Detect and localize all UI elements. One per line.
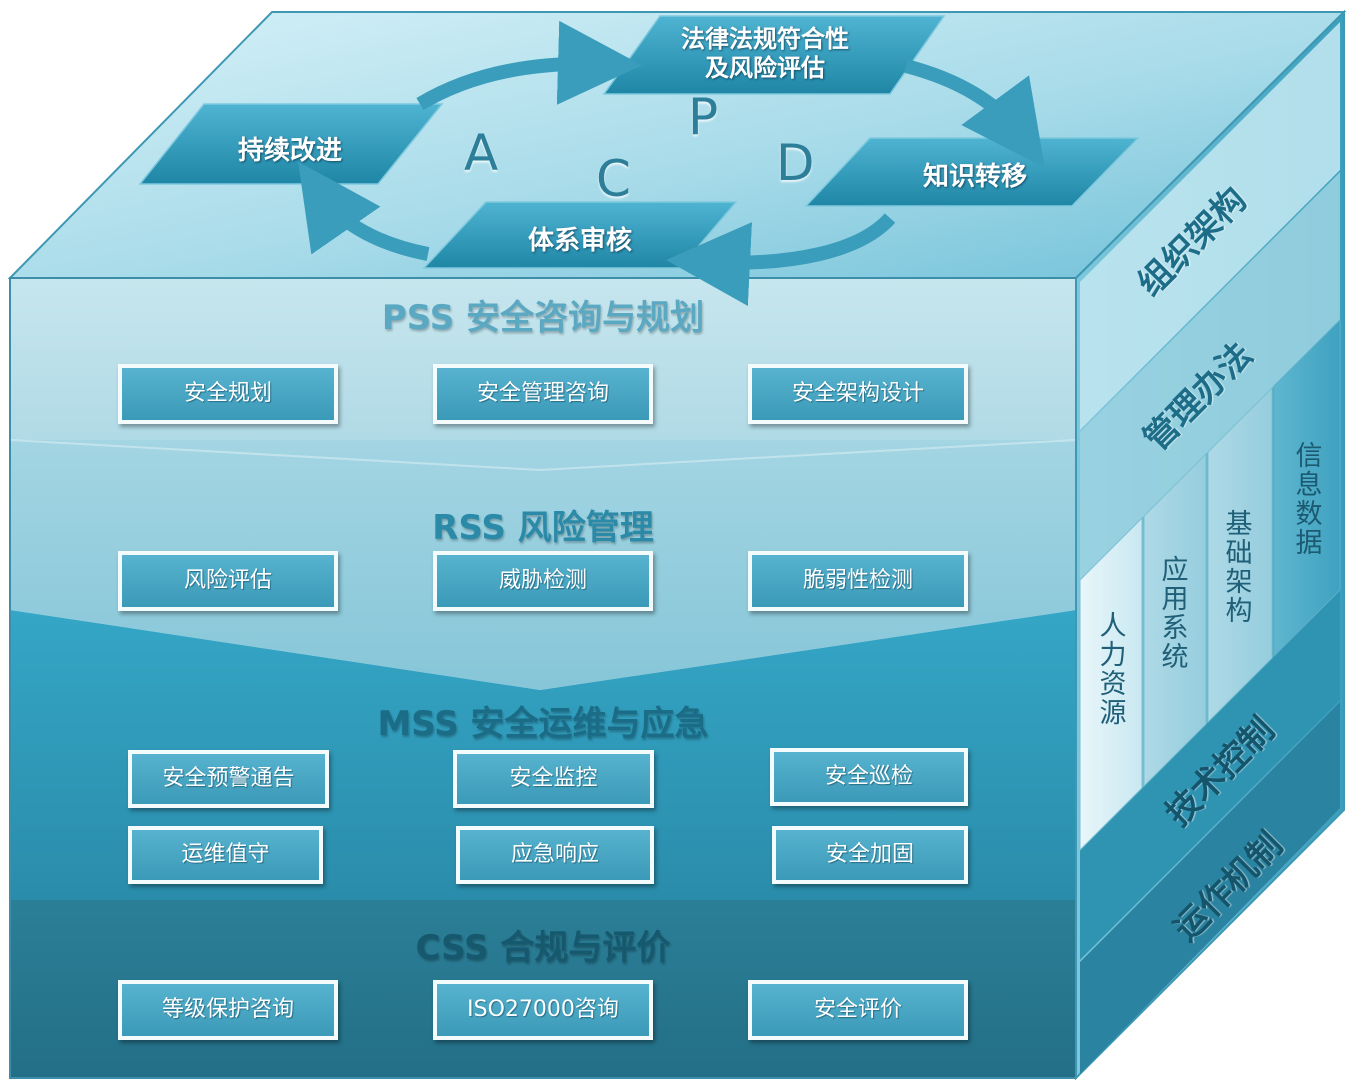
step-legal-line1: 法律法规符合性 [681, 25, 849, 53]
arrow-legal-to-knowledge [904, 59, 1045, 168]
pdca-letter-c: C [596, 150, 631, 208]
arrow-audit-to-improve [298, 161, 430, 261]
pillar-label-hr: 人力资源 [1099, 611, 1127, 729]
rss-item-threat-detection: 威胁检测 [433, 551, 653, 611]
css-title: CSS 合规与评价 [415, 928, 671, 968]
pillar-app [1143, 452, 1207, 788]
pdca-letter-a: A [464, 124, 499, 182]
rss-item-vuln-detection: 脆弱性检测 [748, 551, 968, 611]
pillar-label-infra: 基础架构 [1225, 509, 1253, 627]
pillar-infra [1207, 386, 1273, 724]
arrow-knowledge-to-audit [666, 213, 896, 306]
pillar-data [1273, 318, 1341, 658]
pillar-label-data: 信息数据 [1295, 441, 1323, 559]
mss-item-monitoring: 安全监控 [453, 750, 654, 808]
side-slab-tech [1080, 590, 1340, 960]
pdca-letter-d: D [776, 134, 815, 192]
mss-title: MSS 安全运维与应急 [377, 704, 709, 744]
css-item-evaluation: 安全评价 [748, 980, 968, 1040]
pss-item-mgmt-consult: 安全管理咨询 [433, 364, 653, 424]
css-item-level-protection: 等级保护咨询 [118, 980, 338, 1040]
rss-item-risk-assessment: 风险评估 [118, 551, 338, 611]
step-improve-label: 持续改进 [237, 136, 342, 166]
pss-title: PSS 安全咨询与规划 [381, 298, 705, 338]
pdca-letter-p: P [688, 88, 719, 146]
mss-item-on-duty: 运维值守 [128, 826, 323, 884]
mss-item-emergency: 应急响应 [456, 826, 654, 884]
mss-item-warning: 安全预警通告 [128, 750, 329, 808]
mss-item-hardening: 安全加固 [772, 826, 968, 884]
step-knowledge-shape [804, 137, 1140, 207]
mss-item-inspection: 安全巡检 [770, 748, 968, 806]
side-slab-ops [1080, 702, 1340, 1074]
step-legal-line2: 及风险评估 [705, 54, 825, 82]
css-item-iso27000: ISO27000咨询 [433, 980, 653, 1040]
side-slab-org [1080, 22, 1340, 430]
rss-title: RSS 风险管理 [432, 508, 654, 548]
pss-item-planning: 安全规划 [118, 364, 338, 424]
step-audit-label: 体系审核 [527, 226, 632, 256]
step-knowledge-label: 知识转移 [922, 162, 1027, 192]
step-legal-label: 法律法规符合性 及风险评估 [640, 25, 890, 83]
pillar-hr [1079, 516, 1143, 852]
arrow-improve-to-legal [416, 20, 642, 111]
pillar-label-app: 应用系统 [1161, 555, 1189, 673]
side-slab-mgmt [1080, 172, 1340, 580]
pss-item-arch-design: 安全架构设计 [748, 364, 968, 424]
pss-rss-divider [9, 439, 1077, 472]
